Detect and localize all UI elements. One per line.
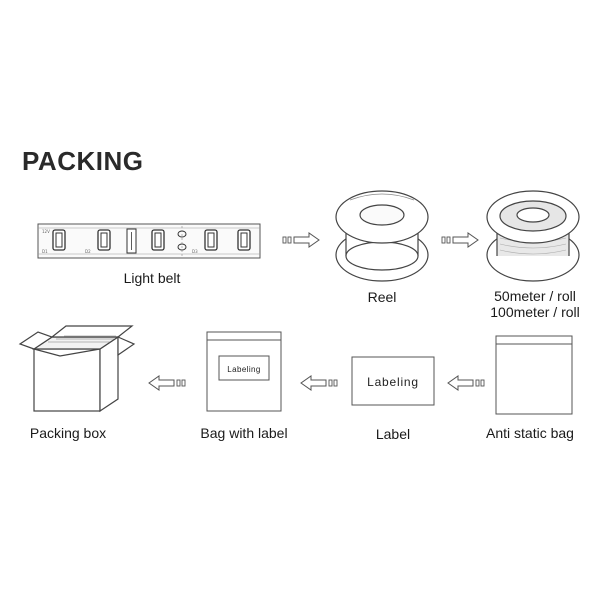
arrow-to-packing-box (148, 375, 186, 391)
label-card-text: Labeling (367, 375, 419, 389)
caption-bag-with-label: Bag with label (200, 425, 288, 441)
anti-static-bag (495, 335, 573, 415)
caption-reel: Reel (367, 289, 397, 305)
caption-reel-full-line2: 100meter / roll (490, 304, 580, 320)
svg-text:D1: D1 (42, 249, 48, 254)
reel-full (486, 190, 580, 282)
light-belt-strip: 12V D1 D2 D3 (37, 223, 261, 259)
svg-text:D3: D3 (192, 249, 198, 254)
bag-with-label (206, 331, 282, 412)
svg-text:12V: 12V (42, 229, 50, 234)
bag-label-text: Labeling (227, 365, 260, 374)
label-card (351, 356, 435, 406)
page-title: PACKING (22, 146, 144, 176)
caption-anti-static-bag: Anti static bag (486, 425, 574, 441)
arrow-label-to-bagwithlabel (300, 375, 338, 391)
caption-packing-box: Packing box (29, 425, 107, 441)
arrow-reel-to-full (441, 232, 479, 248)
caption-label: Label (375, 426, 411, 442)
caption-light-belt: Light belt (123, 270, 181, 286)
packing-box (18, 325, 136, 413)
svg-text:D2: D2 (85, 249, 91, 254)
arrow-belt-to-reel (282, 232, 320, 248)
reel-empty (335, 190, 429, 282)
arrow-bag-to-label (447, 375, 485, 391)
caption-reel-full-line1: 50meter / roll (494, 288, 576, 304)
